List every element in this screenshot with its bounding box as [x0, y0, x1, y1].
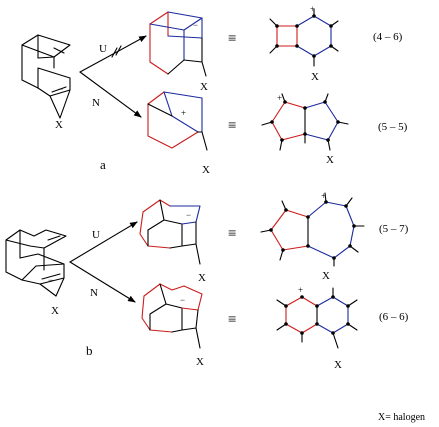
product-4-6-x: X — [311, 71, 319, 83]
intermediate-b-u-charge: − — [186, 210, 191, 220]
arrow-a-u: U — [79, 35, 147, 73]
footnote-halogen: X= halogen — [378, 412, 425, 423]
product-5-5-x: X — [326, 154, 334, 166]
intermediate-b-n: − X — [141, 283, 204, 368]
arrow-a-u-label: U — [99, 43, 107, 55]
reactant-b-x: X — [51, 305, 59, 317]
arrow-b-u-label: U — [92, 229, 100, 241]
reactant-a-structure: − X — [21, 34, 71, 131]
arrow-a-n: N — [79, 71, 142, 118]
product-4-6: + X (4 – 6) — [269, 4, 403, 83]
reactant-b-structure: − X — [5, 229, 67, 317]
intermediate-a-u-x: X — [200, 81, 208, 93]
product-6-6: + X (6 – 6) — [276, 285, 409, 371]
intermediate-a-u-charge: − — [193, 20, 198, 30]
product-6-6-x: X — [334, 359, 342, 371]
intermediate-a-n-charge: + — [181, 108, 186, 118]
product-4-6-charge: + — [310, 4, 315, 14]
product-6-6-charge: + — [298, 285, 303, 295]
equivalence-a-n: ≡ — [228, 118, 236, 134]
product-5-7-label: (5 – 7) — [379, 223, 409, 235]
panel-b-label: b — [86, 343, 93, 358]
intermediate-a-n-x: X — [202, 164, 210, 176]
product-4-6-label: (4 – 6) — [373, 31, 403, 43]
arrow-b-n-label: N — [90, 287, 98, 299]
intermediate-b-n-charge: − — [180, 295, 185, 305]
reactant-b-anion: − — [48, 275, 53, 285]
intermediate-b-n-x: X — [196, 356, 204, 368]
product-5-7-charge: + — [321, 191, 326, 201]
intermediate-b-u-x: X — [198, 272, 206, 284]
intermediate-a-u: − X — [149, 11, 208, 93]
arrow-a-n-label: N — [92, 97, 100, 109]
intermediate-a-n: + X — [147, 91, 210, 176]
equivalence-a-u: ≡ — [228, 31, 236, 47]
panel-b: − X b U N − X — [5, 191, 409, 371]
reactant-a-x: X — [55, 119, 63, 131]
intermediate-b-u: − X — [139, 199, 206, 284]
product-5-7-x: X — [322, 270, 330, 282]
equivalence-b-u: ≡ — [228, 226, 236, 242]
reactant-a-anion: − — [58, 84, 63, 94]
product-5-5-charge: + — [277, 93, 282, 103]
panel-a-label: a — [100, 157, 106, 172]
panel-a: − X a U N − X — [21, 4, 408, 176]
arrow-b-u: U — [69, 221, 138, 263]
product-5-5-label: (5 – 5) — [378, 121, 408, 133]
equivalence-b-n: ≡ — [228, 312, 236, 328]
arrow-b-n: N — [69, 261, 136, 303]
product-5-7: + X (5 – 7) — [260, 191, 409, 282]
product-5-5: + X (5 – 5) — [261, 93, 408, 166]
product-6-6-label: (6 – 6) — [379, 311, 409, 323]
